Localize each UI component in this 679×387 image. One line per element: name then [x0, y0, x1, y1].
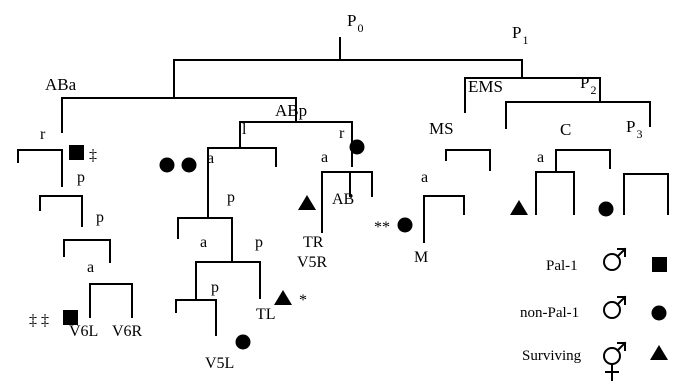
node-label-ems: EMS: [468, 77, 503, 96]
double-asterisk-annotation: **: [374, 219, 390, 236]
branch-letter-aba-p2: p: [96, 209, 104, 226]
branch-c: [535, 149, 669, 215]
cell-name-ab: AB: [332, 191, 354, 208]
branch-letter-abp-l-p2: p: [255, 234, 263, 251]
circle-marker-abp-r: [349, 139, 365, 155]
branch-letter-abp-l: l: [242, 121, 247, 138]
male-symbol-icon: [603, 295, 627, 319]
cell-name-m: M: [414, 249, 428, 266]
branch-letter-ms-a: a: [421, 169, 428, 186]
branch-p2: [505, 101, 651, 129]
branch-letter-aba-a: a: [87, 259, 94, 276]
cell-name-v6r: V6R: [112, 323, 143, 340]
branch-p0: [173, 37, 523, 99]
node-label-p2: P2: [580, 73, 596, 97]
tree-markers: [63, 139, 614, 350]
hermaphrodite-symbol-icon: [603, 341, 627, 381]
legend-label-pal1: Pal-1: [546, 258, 578, 274]
tree-lines: [17, 37, 669, 336]
node-label-ms: MS: [429, 119, 454, 138]
legend-triangle-marker: [650, 345, 668, 360]
branch-abp: [239, 121, 353, 167]
cell-name-tl: TL: [256, 306, 276, 323]
triangle-marker-c: [510, 200, 528, 215]
branch-letter-abp-r-a: a: [321, 149, 328, 166]
circle-marker-v5l: [235, 334, 251, 350]
asterisk-annotation: *: [299, 292, 307, 309]
square-marker-aba: [69, 145, 84, 160]
branch-abp-l: [175, 147, 277, 336]
branch-letter-abp-l-a2: a: [200, 234, 207, 251]
male-symbol-icon: [603, 247, 627, 271]
branch-letter-aba-r: r: [40, 126, 46, 143]
node-label-c: C: [560, 120, 571, 139]
circle-marker-abp-l-2: [181, 157, 197, 173]
double-dagger-annotation: ‡: [89, 147, 97, 164]
branch-ab: [61, 97, 297, 133]
square-marker-v6: [63, 310, 78, 325]
branch-letter-c-a: a: [537, 149, 544, 166]
branch-letter-aba-p1: p: [77, 169, 85, 186]
legend: Pal-1 non-Pal-1 Surviving: [520, 247, 668, 381]
legend-label-surviving: Surviving: [522, 348, 582, 364]
circle-marker-abp-l-1: [159, 157, 175, 173]
branch-aba: [17, 149, 133, 318]
triangle-marker-tr: [298, 195, 316, 210]
branch-letter-abp-l-p1: p: [227, 189, 235, 206]
branch-ms: [423, 149, 491, 243]
cell-name-v5r: V5R: [297, 254, 328, 271]
legend-square-marker: [652, 257, 667, 272]
circle-marker-c: [598, 201, 614, 217]
branch-p1: [464, 77, 601, 113]
cell-name-tr: TR: [303, 234, 324, 251]
cell-name-v5l: V5L: [205, 355, 234, 372]
legend-label-non-pal1: non-Pal-1: [520, 305, 579, 321]
double-dagger-pair-annotation: ‡ ‡: [29, 312, 49, 329]
node-label-p0: P0: [347, 11, 363, 35]
node-label-abp: ABp: [275, 101, 307, 120]
cell-name-v6l: V6L: [69, 323, 98, 340]
branch-abp-r: [321, 171, 373, 233]
legend-circle-marker: [651, 305, 667, 321]
branch-letter-abp-r: r: [339, 125, 345, 142]
circle-marker-ms: [397, 217, 413, 233]
node-label-p3: P3: [626, 117, 642, 141]
branch-letter-abp-l-p3: p: [211, 279, 219, 296]
node-label-aba: ABa: [45, 75, 77, 94]
branch-letter-abp-l-a: a: [207, 150, 214, 167]
triangle-marker-tl: [274, 290, 292, 305]
node-label-p1: P1: [512, 23, 528, 47]
